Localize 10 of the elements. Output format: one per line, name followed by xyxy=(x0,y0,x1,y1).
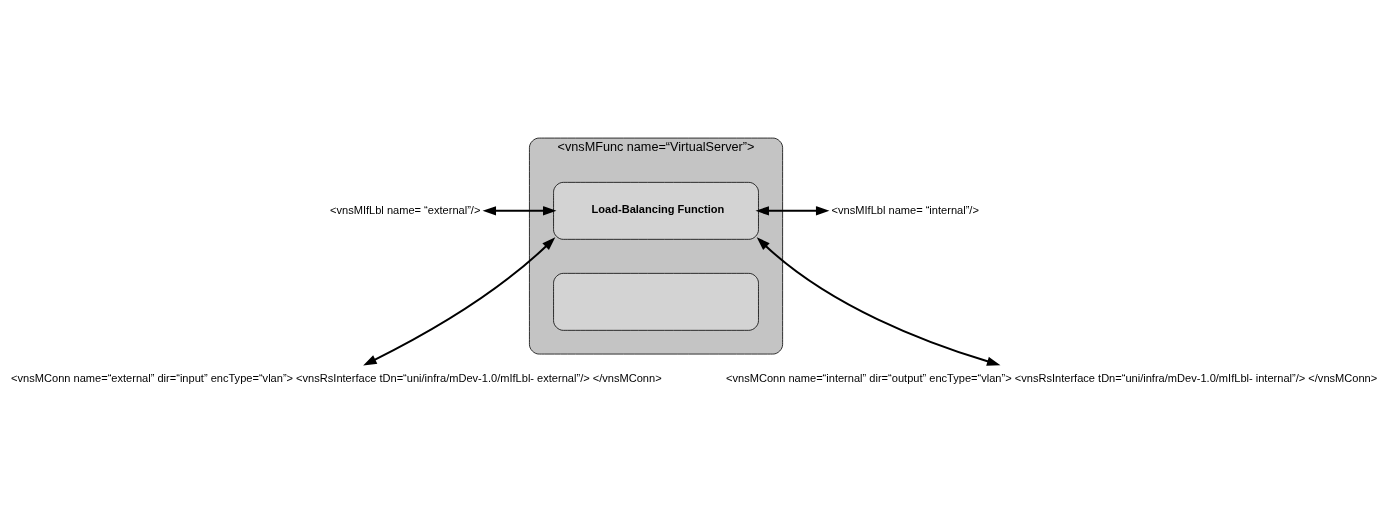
node-box xyxy=(553,272,759,331)
arrow xyxy=(756,237,1001,366)
arrow xyxy=(755,206,830,216)
node-box: Load-Balancing Function xyxy=(553,181,759,240)
arrow xyxy=(482,206,557,216)
node-text: <vnsMIfLbl name= “internal”/> xyxy=(831,203,979,216)
node-text: <vnsMConn name=“external” dir=“input” encType=“vlan”> <vnsRsInterface tDn=“uni/infra/mDev-1.0/mIfLbl- external”/> </vnsMConn> xyxy=(11,371,662,384)
arrow xyxy=(363,237,556,366)
node-text: <vnsMIfLbl name= “external”/> xyxy=(330,203,481,216)
node-text: <vnsMConn name=“internal” dir=“output” encType=“vlan”> <vnsRsInterface tDn=“uni/infra/mDev-1.0/mIfLbl- internal”/> </vnsMConn> xyxy=(726,371,1378,384)
